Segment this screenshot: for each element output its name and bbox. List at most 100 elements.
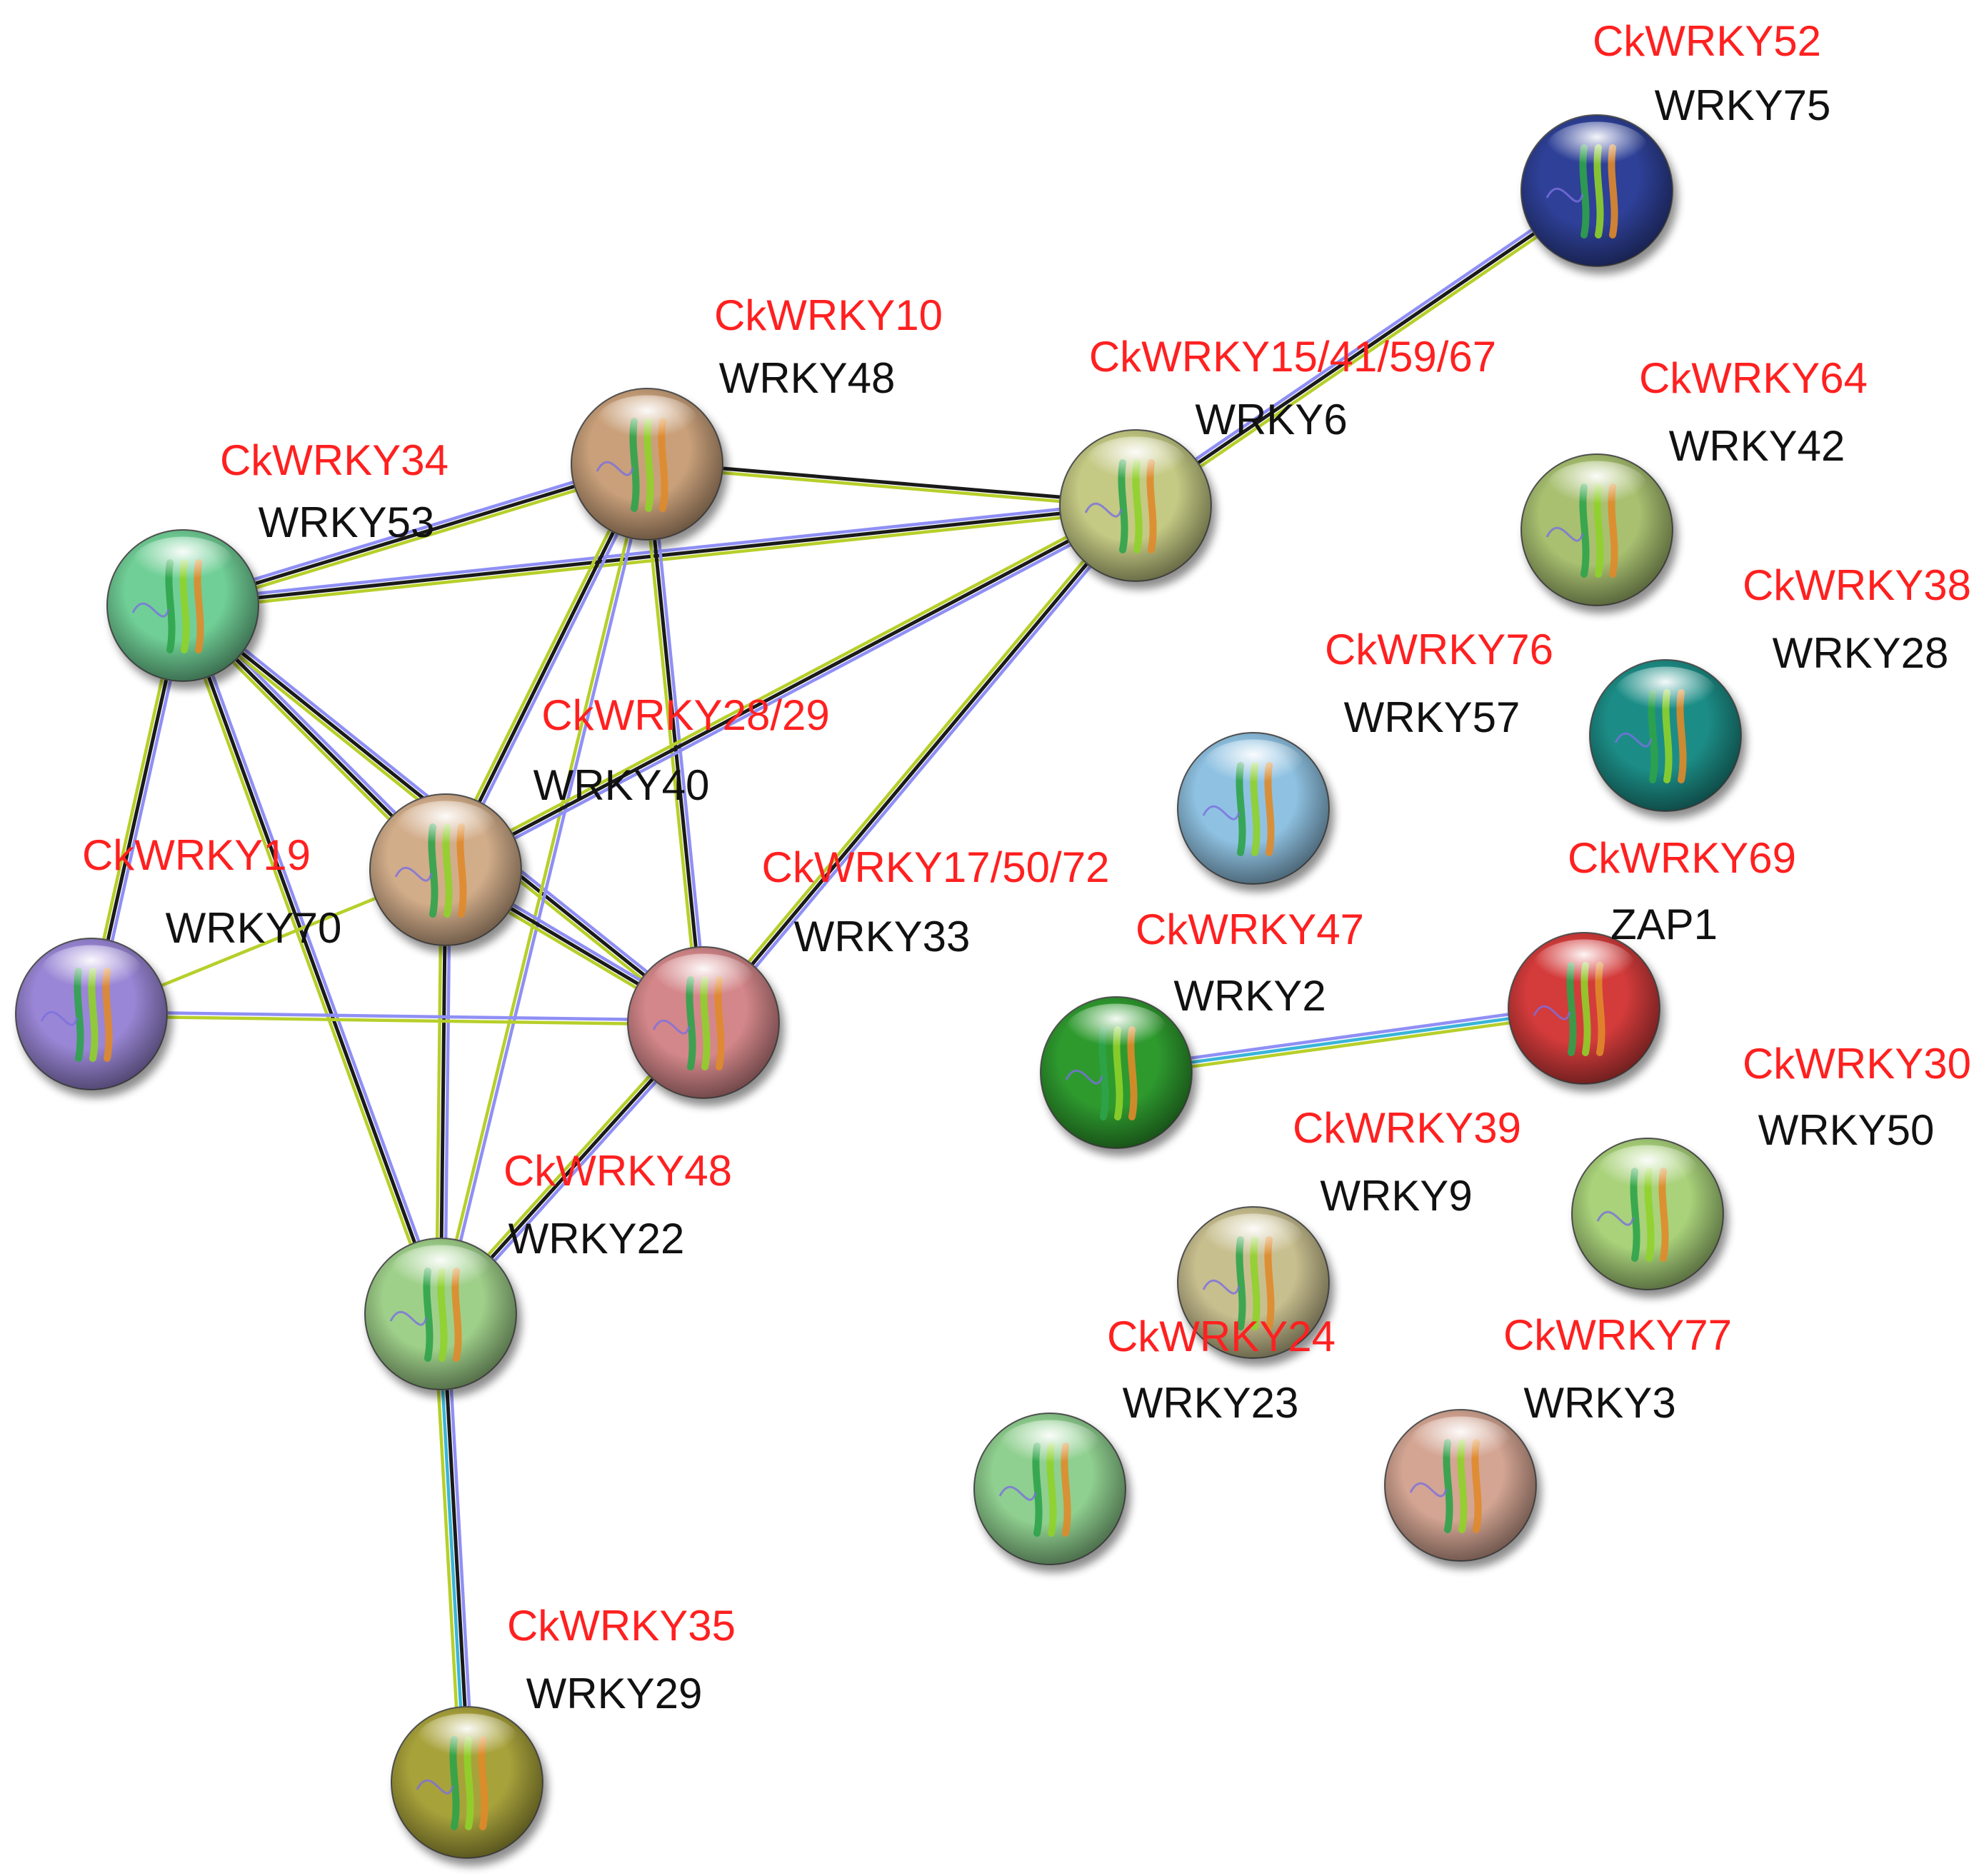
edge-wrky6-wrky75 <box>1132 186 1600 511</box>
node-wrky70[interactable] <box>15 938 168 1090</box>
node-wrky33[interactable] <box>627 946 780 1099</box>
ck-gene-label: CkWRKY30 <box>1743 1040 1971 1088</box>
ck-gene-label: CkWRKY76 <box>1325 626 1553 673</box>
node-highlight <box>39 945 144 1000</box>
node-wrky57[interactable] <box>1177 732 1330 885</box>
node-zap1[interactable] <box>1508 932 1660 1085</box>
ck-gene-label: CkWRKY77 <box>1503 1311 1732 1359</box>
edge-evidence-black-line <box>441 1313 471 1782</box>
ck-gene-label: CkWRKY17/50/72 <box>762 843 1110 891</box>
edge-evidence-blue-line <box>1132 186 1595 503</box>
edge-evidence-blue-line <box>445 1313 476 1782</box>
node-highlight <box>389 1245 493 1300</box>
ck-gene-label: CkWRKY10 <box>714 291 943 339</box>
node-wrky28[interactable] <box>1589 659 1742 812</box>
ck-gene-label: CkWRKY48 <box>503 1147 732 1195</box>
edge-wrky48-wrky6 <box>646 460 1136 510</box>
ck-gene-label: CkWRKY24 <box>1107 1313 1336 1360</box>
node-wrky6[interactable] <box>1059 429 1212 582</box>
edge-evidence-black-line <box>181 605 443 1315</box>
node-wrky29[interactable] <box>391 1706 543 1859</box>
ck-gene-label: CkWRKY35 <box>507 1602 736 1650</box>
edge-wrky53-wrky48 <box>181 458 649 611</box>
arabidopsis-gene-label: WRKY33 <box>794 913 971 960</box>
edge-evidence-blue-line <box>446 508 1138 876</box>
arabidopsis-gene-label: ZAP1 <box>1610 901 1718 948</box>
ck-gene-label: CkWRKY19 <box>82 831 311 879</box>
arabidopsis-gene-label: WRKY57 <box>1344 693 1520 741</box>
node-highlight <box>1408 1416 1513 1471</box>
arabidopsis-gene-label: WRKY75 <box>1655 81 1831 129</box>
ck-gene-label: CkWRKY69 <box>1568 834 1796 882</box>
edge-evidence-yellow-line <box>443 500 1135 868</box>
node-highlight <box>1201 739 1306 794</box>
ck-gene-label: CkWRKY15/41/59/67 <box>1089 333 1496 381</box>
arabidopsis-gene-label: WRKY42 <box>1669 422 1845 470</box>
node-highlight <box>394 801 498 856</box>
node-highlight <box>1613 666 1718 721</box>
edge-evidence-blue-line <box>441 464 651 1315</box>
arabidopsis-gene-label: WRKY53 <box>259 498 435 546</box>
arabidopsis-gene-label: WRKY3 <box>1523 1379 1675 1427</box>
edge-evidence-black-line <box>1134 189 1598 508</box>
node-highlight <box>1545 121 1649 176</box>
edge-evidence-blue-line <box>91 1010 704 1023</box>
edge-wrky2-zap1 <box>1115 1002 1585 1079</box>
node-wrky22[interactable] <box>364 1238 517 1390</box>
node-wrky3[interactable] <box>1384 1409 1537 1562</box>
edge-evidence-black-line <box>702 504 1137 1024</box>
arabidopsis-gene-label: WRKY23 <box>1123 1379 1299 1427</box>
ck-gene-label: CkWRKY64 <box>1639 354 1868 402</box>
arabidopsis-gene-label: WRKY70 <box>166 904 342 952</box>
edge-wrky48-wrky22 <box>436 463 651 1315</box>
node-wrky50[interactable] <box>1571 1138 1724 1290</box>
edge-evidence-yellow-line <box>91 1014 703 1027</box>
edges-layer <box>85 186 1600 1783</box>
node-highlight <box>1201 1213 1306 1268</box>
ck-gene-label: CkWRKY39 <box>1293 1104 1521 1152</box>
arabidopsis-gene-label: WRKY9 <box>1320 1172 1472 1220</box>
arabidopsis-gene-label: WRKY29 <box>526 1670 703 1717</box>
edge-evidence-yellow-line <box>436 463 647 1314</box>
node-highlight <box>595 395 699 450</box>
edge-evidence-blue-line <box>705 507 1141 1027</box>
ck-gene-label: CkWRKY38 <box>1743 561 1971 609</box>
node-wrky40[interactable] <box>369 793 522 946</box>
edge-evidence-black-line <box>647 460 1136 506</box>
edge-wrky53-wrky22 <box>177 603 446 1316</box>
edge-evidence-yellow-line <box>184 466 649 611</box>
arabidopsis-gene-label: WRKY2 <box>1173 972 1326 1020</box>
ck-gene-label: CkWRKY52 <box>1593 17 1821 65</box>
node-highlight <box>651 953 756 1008</box>
edge-evidence-black-line <box>182 462 648 608</box>
edge-evidence-blue-line <box>181 458 646 603</box>
arabidopsis-gene-label: WRKY22 <box>508 1215 685 1263</box>
edge-evidence-black-line <box>444 503 1137 872</box>
node-wrky48[interactable] <box>571 388 723 541</box>
edge-evidence-yellow-line <box>698 501 1134 1021</box>
arabidopsis-gene-label: WRKY50 <box>1758 1106 1935 1154</box>
node-wrky2[interactable] <box>1040 996 1193 1149</box>
ck-gene-label: CkWRKY34 <box>220 436 449 484</box>
node-wrky42[interactable] <box>1520 453 1673 606</box>
node-wrky9[interactable] <box>1177 1206 1330 1359</box>
edge-evidence-yellow-line <box>1137 193 1600 511</box>
edge-wrky22-wrky29 <box>432 1313 476 1783</box>
node-wrky75[interactable] <box>1520 114 1673 267</box>
edge-wrky6-wrky40 <box>443 500 1138 876</box>
edge-evidence-cyan-line <box>436 1314 467 1783</box>
edge-wrky70-wrky33 <box>91 1010 704 1027</box>
ck-gene-label: CkWRKY28/29 <box>541 691 829 739</box>
node-highlight <box>1083 436 1188 491</box>
edge-evidence-cyan-line <box>1116 1006 1585 1075</box>
node-wrky53[interactable] <box>106 529 259 682</box>
edge-evidence-yellow-line <box>646 464 1136 510</box>
edge-evidence-blue-line <box>185 603 446 1313</box>
node-highlight <box>415 1713 519 1768</box>
node-highlight <box>131 536 235 591</box>
edge-evidence-yellow-line <box>641 464 701 1023</box>
node-highlight <box>1064 1003 1168 1058</box>
edge-evidence-yellow-line <box>177 606 439 1316</box>
node-wrky23[interactable] <box>973 1413 1126 1565</box>
